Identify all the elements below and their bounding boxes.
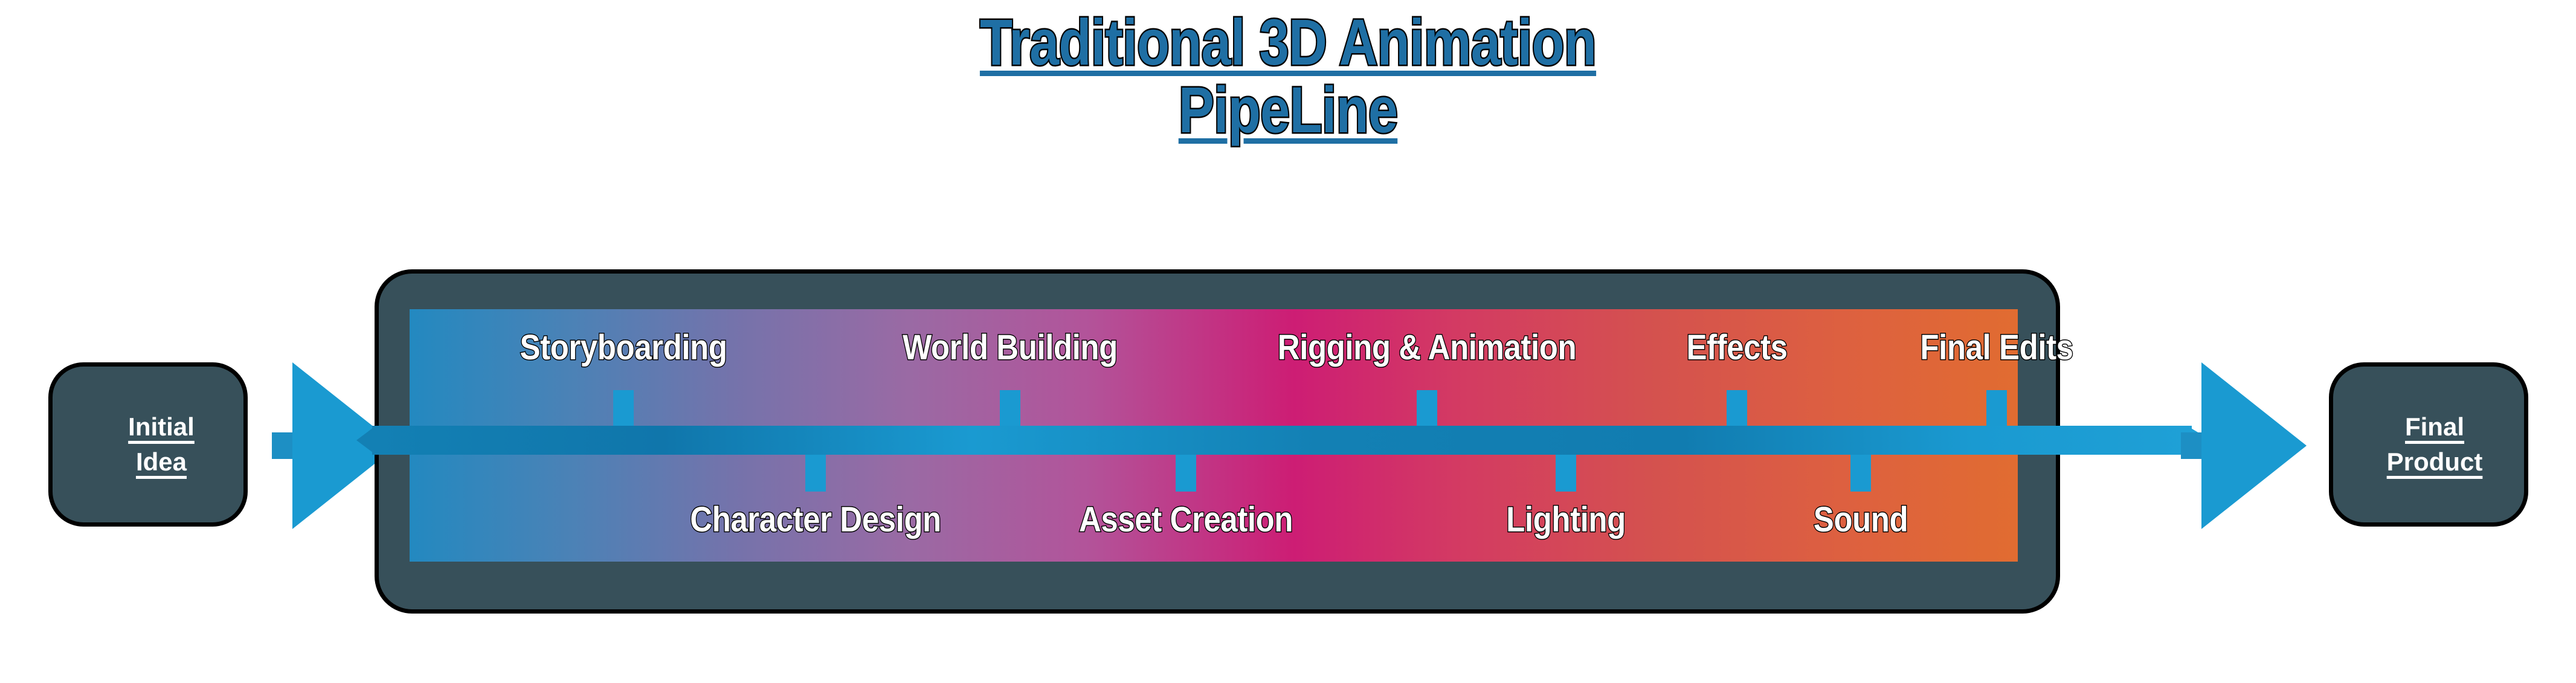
stage-label: Rigging & Animation bbox=[1277, 328, 1577, 367]
final-product-node[interactable]: Final Product bbox=[2329, 362, 2528, 527]
stage-label: World Building bbox=[902, 328, 1119, 367]
stage-tick bbox=[1000, 390, 1020, 428]
stage-tick bbox=[1850, 454, 1871, 492]
page-title: Traditional 3D Animation PipeLine bbox=[0, 5, 2576, 146]
initial-idea-node[interactable]: Initial Idea bbox=[48, 362, 248, 527]
stage-tick bbox=[1176, 454, 1196, 492]
stage-tick bbox=[805, 454, 826, 492]
title-line-1: Traditional 3D Animation bbox=[979, 5, 1598, 79]
stage-tick bbox=[1556, 454, 1576, 492]
stage-label: Effects bbox=[1686, 328, 1788, 367]
stage-label: Storyboarding bbox=[519, 328, 728, 367]
final-product-line-1: Final bbox=[2404, 412, 2464, 441]
stage-label: Final Edits bbox=[1919, 328, 2074, 367]
stage-label: Character Design bbox=[689, 500, 942, 539]
stage-tick bbox=[1727, 390, 1747, 428]
initial-idea-line-1: Initial bbox=[128, 412, 195, 441]
stage-tick bbox=[1417, 390, 1437, 428]
exit-arrow-icon bbox=[2181, 361, 2308, 530]
stage-label: Sound bbox=[1812, 500, 1909, 539]
stage-tick bbox=[613, 390, 634, 428]
initial-idea-line-2: Idea bbox=[135, 447, 187, 476]
stage-tick bbox=[1986, 390, 2007, 428]
final-product-line-2: Product bbox=[2386, 447, 2483, 476]
title-line-2: PipeLine bbox=[1177, 73, 1399, 146]
entry-arrow-icon bbox=[272, 361, 399, 530]
stage-label: Lighting bbox=[1505, 500, 1627, 539]
pipeline-flow-arrow-icon bbox=[356, 425, 2211, 456]
stage-label: Asset Creation bbox=[1078, 500, 1294, 539]
